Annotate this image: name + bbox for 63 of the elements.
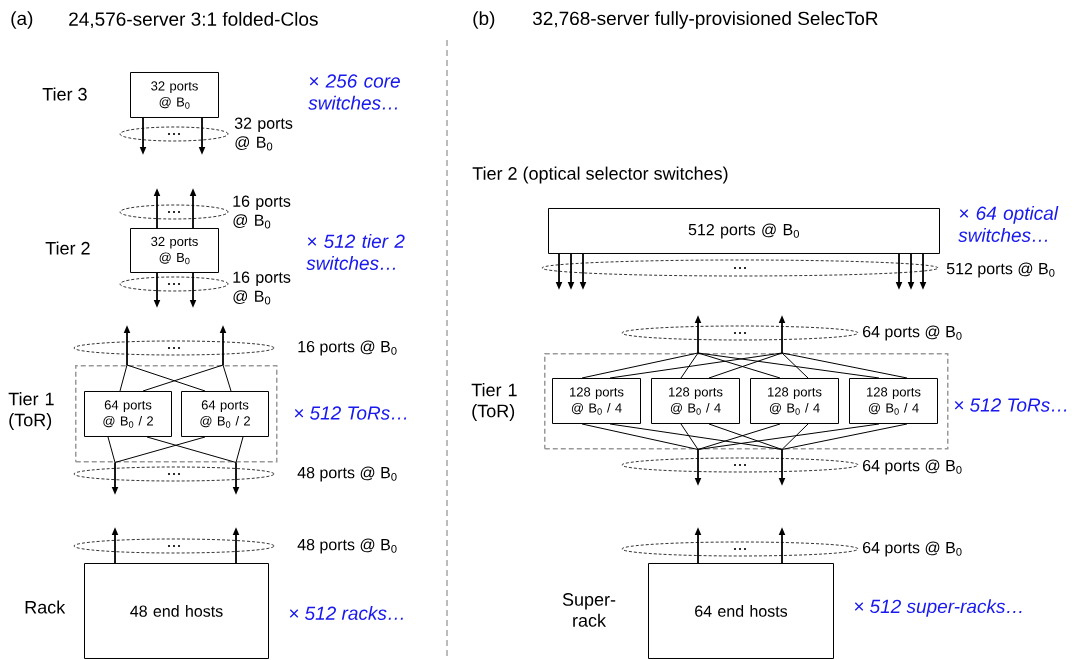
panel-title: 32,768-server fully-provisioned SelecToR bbox=[532, 11, 878, 29]
wire-line bbox=[581, 423, 699, 450]
port-label: 16 ports @ B$_{0}$ bbox=[298, 340, 397, 356]
wire-line bbox=[119, 364, 128, 392]
count-note: × 512 racks… bbox=[289, 606, 403, 620]
port-label: 32 ports @ B$_{0}$ bbox=[234, 117, 293, 151]
wire-line bbox=[146, 436, 237, 463]
count-note: × 512 tier 2 switches… bbox=[306, 234, 405, 270]
count-note: × 512 ToRs… bbox=[954, 398, 1067, 412]
port-label: 48 ports @ B$_{0}$ bbox=[297, 466, 397, 482]
count-note: × 64 optical switches… bbox=[958, 206, 1059, 242]
tier-label: Tier 3 bbox=[42, 87, 87, 101]
tier-label: Tier 1 (ToR) bbox=[471, 383, 517, 421]
port-label: 16 ports @ B$_{0}$ bbox=[233, 271, 291, 305]
tor-group-frame bbox=[75, 365, 278, 463]
port-label: 512 ports @ B$_{0}$ bbox=[946, 262, 1055, 278]
wire-line bbox=[609, 423, 783, 450]
wire-line bbox=[697, 423, 781, 450]
wire-line bbox=[680, 352, 699, 379]
wire-line bbox=[781, 423, 809, 450]
tor-switch-box: 128 ports @ B$_{0}$ / 4 bbox=[750, 378, 839, 424]
port-label: 64 ports @ B$_{0}$ bbox=[863, 459, 962, 475]
wire-line bbox=[708, 423, 783, 450]
panel-letter: (b) bbox=[473, 11, 495, 29]
wire-line bbox=[781, 352, 809, 379]
wire-line bbox=[680, 423, 699, 450]
port-label: 64 ports @ B$_{0}$ bbox=[863, 541, 962, 557]
wire-line bbox=[114, 436, 206, 463]
wire-line bbox=[781, 423, 908, 450]
switch-box: 32 ports @ B$_{0}$ bbox=[130, 228, 219, 273]
wire-line bbox=[107, 436, 116, 463]
tier-label: Rack bbox=[25, 600, 66, 614]
rack-box: 64 end hosts bbox=[648, 563, 834, 659]
port-label: 16 ports @ B$_{0}$ bbox=[233, 195, 291, 229]
count-note: × 256 core switches… bbox=[308, 74, 400, 110]
tier-label: Tier 1 (ToR) bbox=[8, 392, 54, 430]
wire-line bbox=[222, 364, 232, 392]
tier-label: Super-rack bbox=[562, 593, 616, 627]
tor-switch-box: 128 ports @ B$_{0}$ / 4 bbox=[552, 378, 641, 424]
panel-letter: (a) bbox=[11, 11, 33, 29]
tier-label: Tier 2 bbox=[45, 241, 90, 255]
wire-line bbox=[581, 352, 699, 379]
wire-line bbox=[142, 364, 224, 392]
wire-line bbox=[781, 352, 908, 379]
count-note: × 512 ToRs… bbox=[294, 406, 407, 420]
wire-line bbox=[697, 423, 880, 450]
tor-switch-box: 128 ports @ B$_{0}$ / 4 bbox=[849, 378, 938, 424]
tor-group-frame bbox=[544, 353, 949, 450]
tor-switch-box: 64 ports @ B$_{0}$ / 2 bbox=[84, 391, 172, 437]
port-label: 64 ports @ B$_{0}$ bbox=[863, 325, 962, 341]
wire-line bbox=[708, 352, 783, 379]
port-label: 48 ports @ B$_{0}$ bbox=[297, 538, 397, 554]
wire-line bbox=[697, 352, 880, 379]
tor-switch-box: 128 ports @ B$_{0}$ / 4 bbox=[651, 378, 740, 424]
optical-switch-box: 512 ports @ B$_{0}$ bbox=[548, 208, 940, 254]
switch-box: 32 ports @ B$_{0}$ bbox=[130, 72, 219, 118]
wire-line bbox=[126, 364, 206, 392]
panel-title: 24,576-server 3:1 folded-Clos bbox=[69, 11, 318, 29]
rack-box: 48 end hosts bbox=[84, 563, 269, 659]
count-note: × 512 super-racks… bbox=[854, 599, 1022, 617]
wire-line bbox=[235, 436, 244, 463]
tor-switch-box: 64 ports @ B$_{0}$ / 2 bbox=[181, 391, 269, 437]
tier-label: Tier 2 (optical selector switches) bbox=[472, 166, 728, 184]
